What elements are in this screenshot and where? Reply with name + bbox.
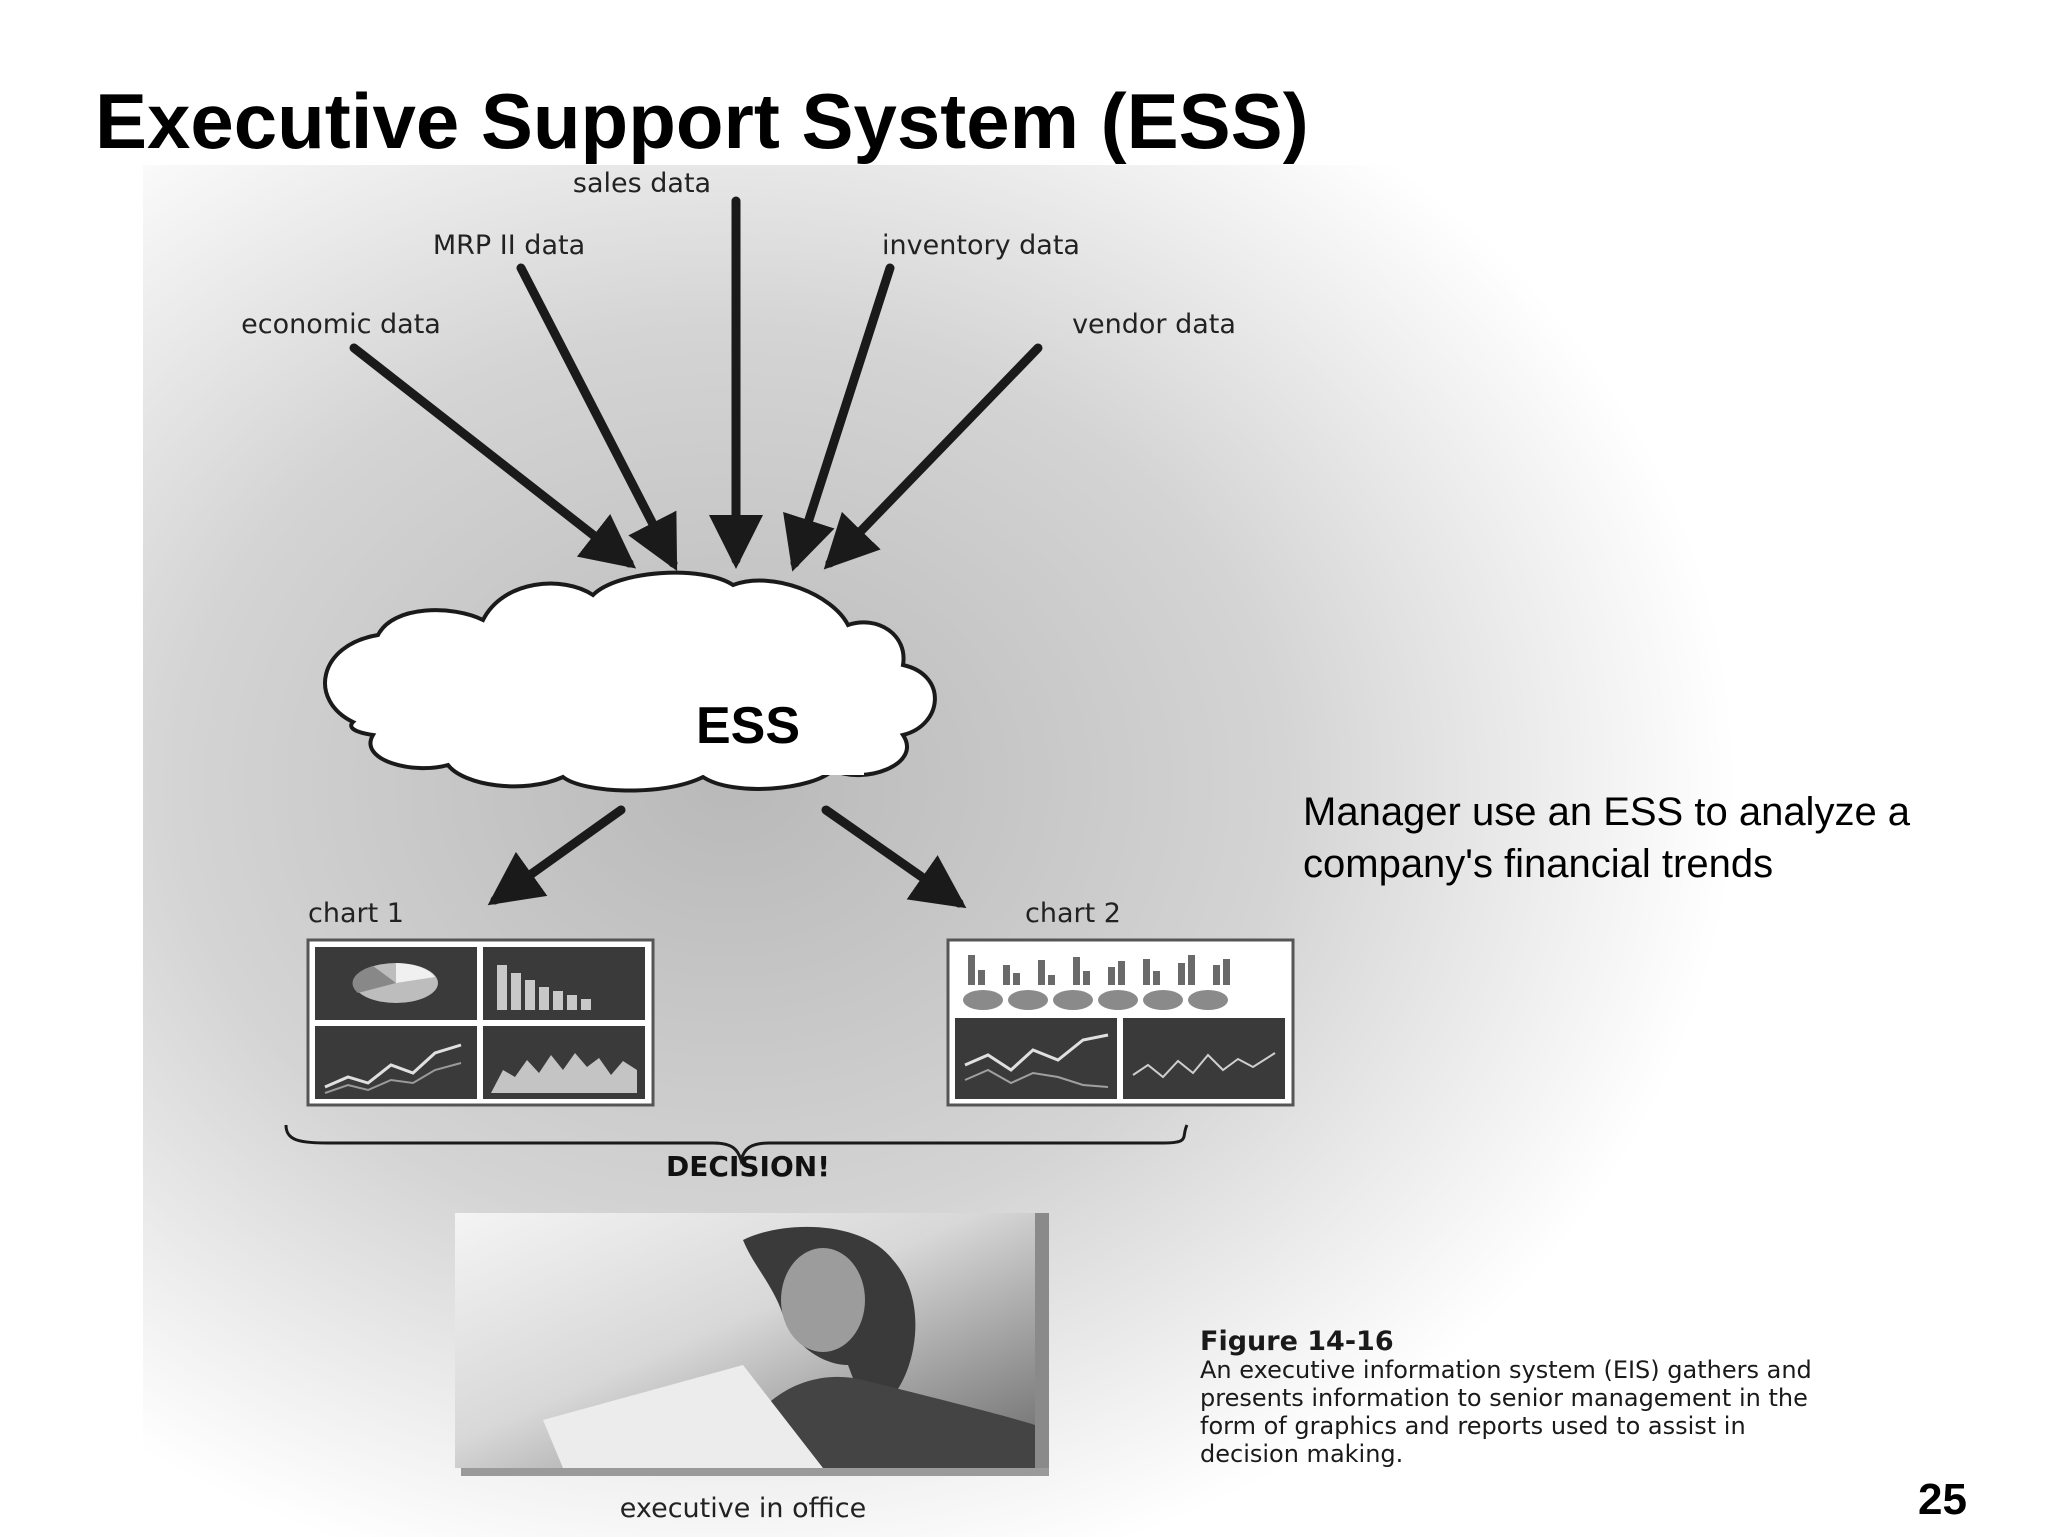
executive-photo	[455, 1213, 1049, 1476]
figure-caption-text: An executive information system (EIS) ga…	[1200, 1356, 1812, 1467]
decision-label: DECISION!	[666, 1150, 830, 1183]
chart2-label: chart 2	[1025, 898, 1121, 929]
figure-number: Figure 14-16	[1200, 1326, 1840, 1357]
chart1-panel	[308, 940, 653, 1105]
side-note: Manager use an ESS to analyze a company'…	[1303, 786, 2003, 890]
ess-label: ESS	[696, 697, 800, 755]
chart1-label: chart 1	[308, 898, 404, 929]
figure-caption: Figure 14-16 An executive information sy…	[1200, 1326, 1840, 1469]
source-label-economic: economic data	[241, 309, 441, 340]
slide-title: Executive Support System (ESS)	[95, 82, 1309, 160]
source-label-inventory: inventory data	[882, 230, 1080, 261]
photo-caption: executive in office	[620, 1493, 866, 1524]
chart2-panel	[948, 940, 1293, 1105]
source-label-sales: sales data	[573, 168, 711, 199]
chart1-bar-cell	[483, 947, 645, 1020]
source-label-vendor: vendor data	[1072, 309, 1236, 340]
source-label-mrp: MRP II data	[433, 230, 585, 261]
page-number: 25	[1918, 1475, 1967, 1525]
